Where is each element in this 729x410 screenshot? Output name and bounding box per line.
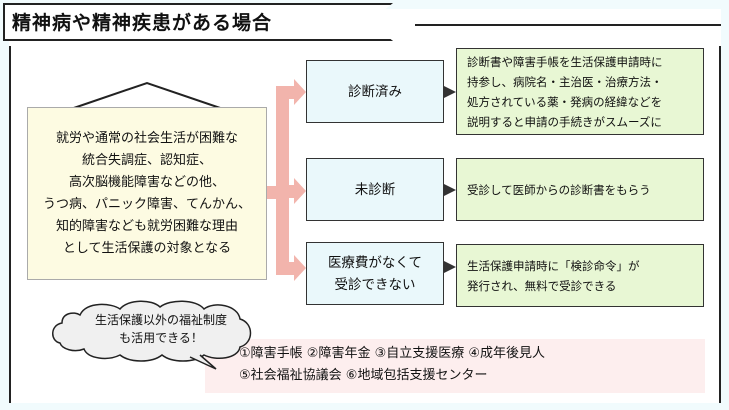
bubble-line: も活用できる！ — [119, 331, 203, 345]
content-frame — [9, 46, 721, 403]
pointer-1 — [444, 86, 456, 98]
roof-line — [64, 81, 230, 112]
pointer-2 — [444, 184, 456, 196]
detail-line: 発行され、無料で受診できる — [467, 278, 617, 293]
detail-line: 持参し、病院名・主治医・治療方法・ — [467, 74, 663, 89]
connector-branch-1 — [276, 86, 296, 99]
welfare-line: ⑤社会福祉協議会 ⑥地域包括支援センター — [239, 368, 488, 383]
detail-line: 受診して医師からの診断書をもらう — [467, 182, 651, 197]
case-box-diagnosed: 診断済み — [306, 60, 444, 123]
bubble-cloud — [52, 300, 252, 362]
connector-branch-3 — [276, 262, 296, 275]
case-label: 診断済み — [348, 83, 402, 100]
case-label: 受診できない — [334, 276, 416, 293]
eligibility-line: うつ病、パニック障害、てんかん、 — [42, 196, 251, 212]
welfare-list-box: ①障害手帳 ②障害年金 ③自立支援医療 ④成年後見人 ⑤社会福祉協議会 ⑥地域包… — [205, 339, 705, 393]
bubble-text: 生活保護以外の福祉制度 も活用できる！ — [66, 311, 256, 347]
title-banner — [3, 3, 393, 41]
connector-trunk — [276, 88, 289, 274]
roof-shape — [64, 81, 230, 112]
arrowhead-3 — [294, 255, 306, 281]
detail-box-undiagnosed: 受診して医師からの診断書をもらう — [456, 158, 704, 221]
detail-line: 処方されている薬・発病の経緯などを — [467, 94, 663, 109]
eligibility-line: 統合失調症、認知症、 — [81, 152, 212, 168]
arrowhead-2 — [294, 178, 306, 204]
bubble-tail — [189, 354, 217, 370]
title-rule — [415, 24, 721, 26]
detail-line: 説明すると申請の手続きがスムーズに — [467, 114, 662, 129]
eligibility-line: 知的障害なども就労困難な理由 — [55, 218, 238, 234]
arrowhead-1 — [294, 79, 306, 105]
connector-branch-2 — [286, 185, 296, 198]
bubble-line: 生活保護以外の福祉制度 — [94, 313, 227, 327]
eligibility-line: として生活保護の対象となる — [62, 240, 232, 256]
case-label: 医療費がなくて — [327, 254, 423, 271]
page-title: 精神病や精神疾患がある場合 — [12, 12, 273, 34]
eligibility-line: 高次脳機能障害などの他、 — [68, 174, 225, 190]
case-box-undiagnosed: 未診断 — [306, 158, 444, 221]
case-label: 未診断 — [354, 181, 396, 198]
detail-box-no-funds: 生活保護申請時に「検診命令」が 発行され、無料で受診できる — [456, 244, 704, 307]
detail-line: 生活保護申請時に「検診命令」が — [467, 258, 640, 273]
case-box-no-funds: 医療費がなくて 受診できない — [306, 242, 444, 305]
pointer-3 — [444, 261, 456, 273]
speech-bubble — [52, 300, 252, 370]
detail-box-diagnosed: 診断書や障害手帳を生活保護申請時に 持参し、病院名・主治医・治療方法・ 処方され… — [456, 48, 704, 135]
welfare-line: ①障害手帳 ②障害年金 ③自立支援医療 ④成年後見人 — [239, 346, 546, 361]
eligibility-line: 就労や通常の社会生活が困難な — [55, 130, 238, 146]
eligibility-box: 就労や通常の社会生活が困難な 統合失調症、認知症、 高次脳機能障害などの他、 う… — [27, 107, 267, 280]
detail-line: 診断書や障害手帳を生活保護申請時に — [467, 54, 663, 69]
